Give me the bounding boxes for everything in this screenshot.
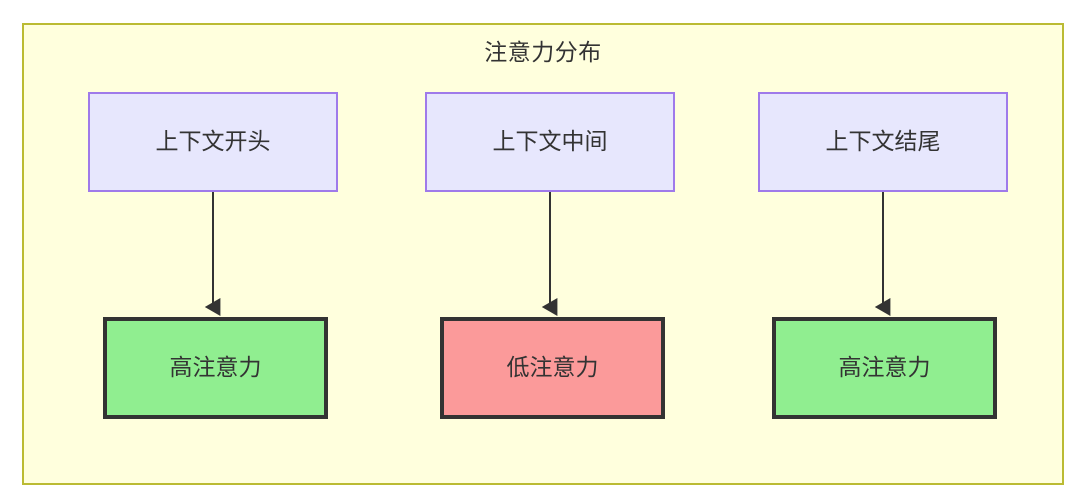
node-context-end[interactable]: 上下文结尾	[758, 92, 1008, 192]
node-attention-start[interactable]: 高注意力	[103, 317, 328, 419]
subgraph-title: 注意力分布	[484, 39, 602, 65]
node-context-middle[interactable]: 上下文中间	[425, 92, 675, 192]
node-attention-end[interactable]: 高注意力	[772, 317, 997, 419]
node-attention-middle[interactable]: 低注意力	[440, 317, 665, 419]
node-context-start[interactable]: 上下文开头	[88, 92, 338, 192]
